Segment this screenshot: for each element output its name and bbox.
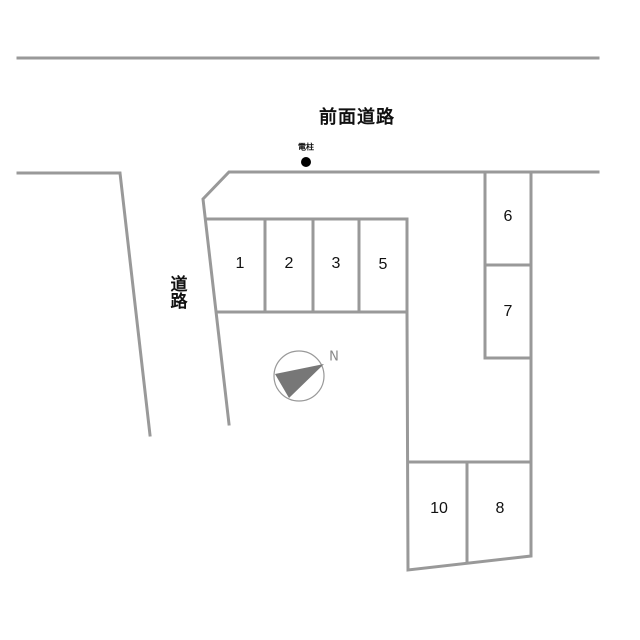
north-label: N	[329, 349, 339, 365]
parking-space-7: 7	[503, 303, 513, 320]
parking-space-2: 2	[284, 255, 294, 272]
utility-pole-icon	[301, 157, 311, 167]
parking-space-5: 5	[378, 256, 388, 273]
parking-space-3: 3	[331, 255, 341, 272]
parking-space-1: 1	[235, 255, 245, 272]
compass-icon	[273, 350, 325, 402]
parking-space-6: 6	[503, 208, 513, 225]
utility-pole-label: 電柱	[298, 142, 314, 152]
front-road-label: 前面道路	[319, 107, 395, 128]
side-road-far-edge	[16, 171, 152, 437]
lot-boundary-east	[405, 170, 533, 572]
parking-space-8: 8	[495, 500, 505, 517]
spaces-6-7-outline	[483, 170, 533, 360]
lot-boundary-west	[201, 170, 600, 426]
side-road-label: 道路	[166, 275, 187, 309]
parking-space-10: 10	[430, 500, 448, 517]
